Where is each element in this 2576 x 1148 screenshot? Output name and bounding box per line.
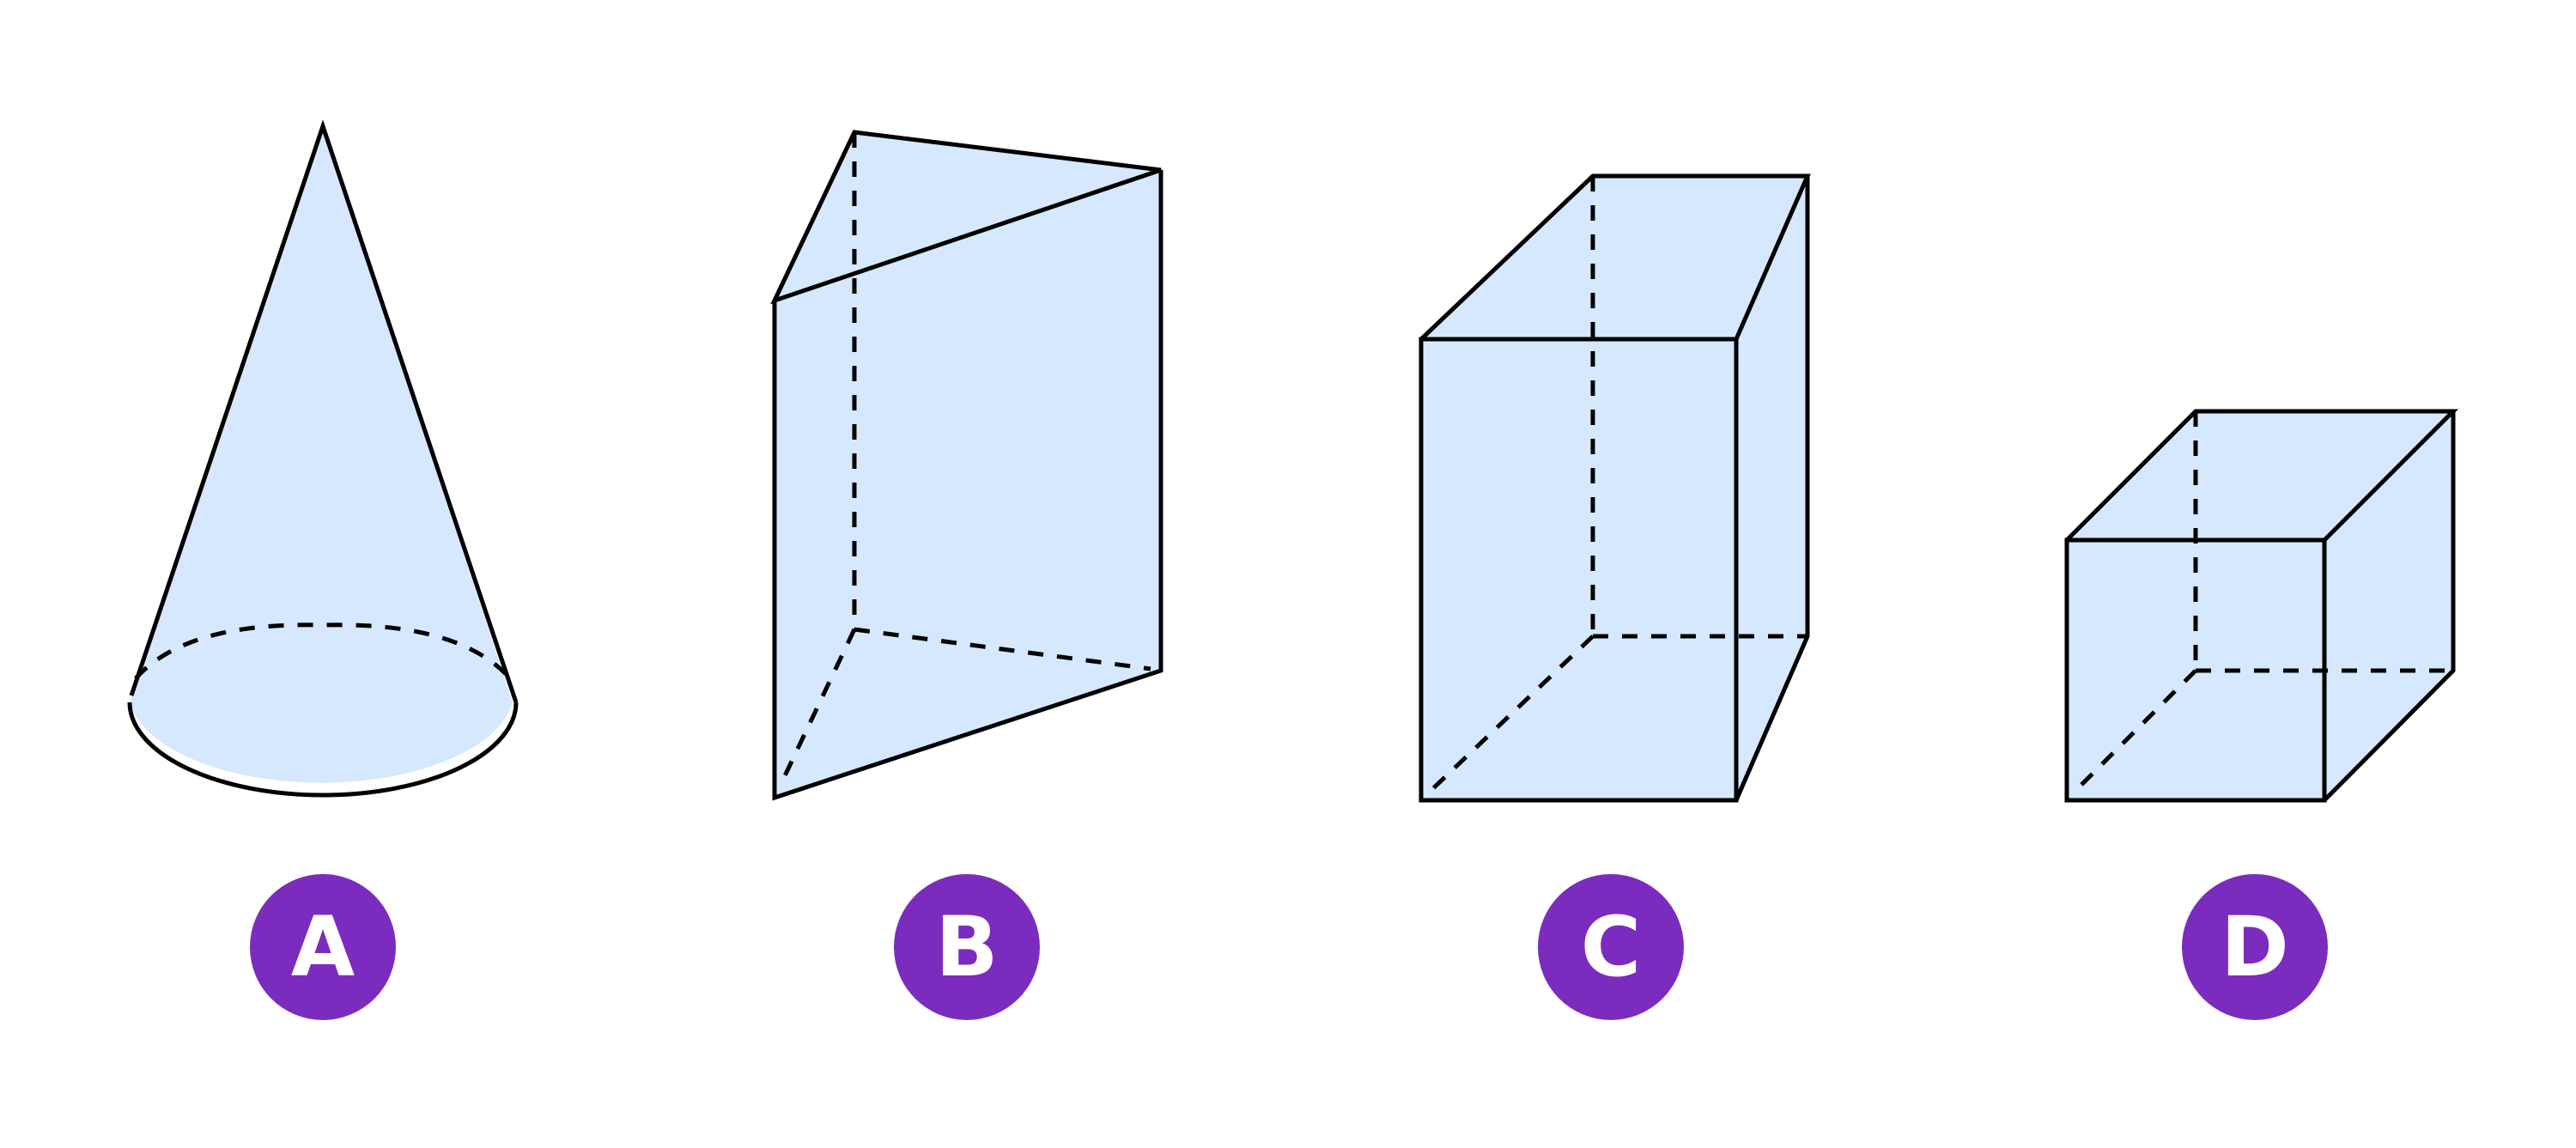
cube-visible-edges	[2064, 409, 2459, 803]
triangular-prism-shape	[770, 130, 1163, 801]
label-a-text: A	[290, 899, 355, 995]
cone-base-front-edge	[127, 702, 519, 798]
triangular-prism-hidden-edges	[779, 132, 1151, 785]
label-d-text: D	[2221, 899, 2289, 995]
cube-shape	[2064, 409, 2459, 803]
label-b-text: B	[935, 899, 999, 995]
cone-face	[130, 126, 513, 783]
label-b-badge: B	[894, 874, 1040, 1020]
rectangular-prism-hidden-edges	[1428, 176, 1807, 793]
rectangular-prism-face	[1421, 176, 1807, 800]
label-a-badge: A	[250, 874, 396, 1020]
label-d-badge: D	[2182, 874, 2328, 1020]
triangular-prism-face	[775, 132, 1161, 798]
cone-shape	[127, 119, 519, 798]
triangular-prism-visible-edges	[770, 130, 1163, 801]
label-c-badge: C	[1538, 874, 1684, 1020]
rectangular-prism-visible-edges	[1419, 173, 1811, 803]
cone-side-edges	[129, 119, 519, 703]
label-c-text: C	[1580, 899, 1642, 995]
rectangular-prism-shape	[1419, 173, 1811, 803]
